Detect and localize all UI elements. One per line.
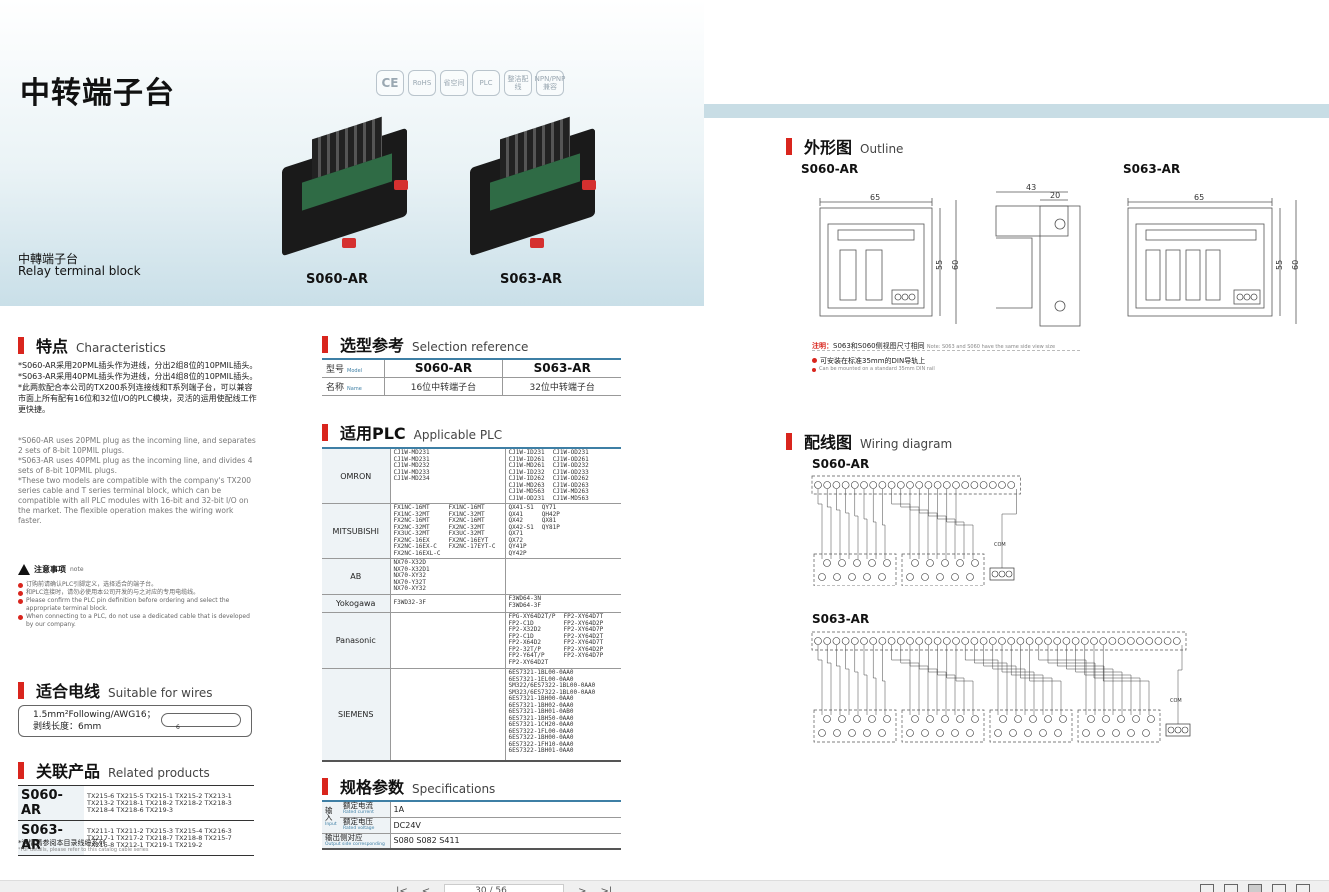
svg-text:43: 43 (1026, 183, 1036, 192)
table-row: OMRON CJ1W-MD231 CJ1W-MD231 CJ1W-MD232 C… (322, 447, 621, 504)
outline-divider (812, 350, 1080, 351)
fullscreen-icon[interactable] (1296, 884, 1310, 892)
warning-icon (18, 564, 30, 575)
product-image-s060 (272, 116, 422, 258)
wiring-diagram-s060: COM (811, 475, 1021, 586)
spread-view-icon[interactable] (1248, 884, 1262, 892)
related-note-en: *For details, please refer to this catal… (18, 847, 149, 853)
wiring-badge-icon: 整洁配线 (504, 70, 532, 96)
plc-table: OMRON CJ1W-MD231 CJ1W-MD231 CJ1W-MD232 C… (322, 447, 621, 762)
rohs-badge-icon: RoHS (408, 70, 436, 96)
hero-banner: 中转端子台 CE RoHS 省空间 PLC 整洁配线 NPN/PNP兼容 中轉端… (0, 0, 704, 306)
cable-icon: 6 (161, 713, 241, 731)
outline-model-s060: S060-AR (801, 162, 859, 176)
cert-badges: CE RoHS 省空间 PLC 整洁配线 NPN/PNP兼容 (376, 70, 565, 96)
wire-spec-box: 1.5mm²Following/AWG16； 剥线长度：6mm 6 (18, 705, 252, 737)
wiring-diagram-s063: COM (811, 631, 1191, 743)
thumbnail-view-icon[interactable] (1272, 884, 1286, 892)
page-number-field[interactable]: 30 / 56 (444, 884, 565, 892)
first-page-icon[interactable]: |< (396, 885, 408, 892)
npn-pnp-badge-icon: NPN/PNP兼容 (535, 70, 565, 96)
characteristics-cn: *S060-AR采用20PML插头作为进线，分出2组8位的10PMIL插头。 *… (18, 361, 258, 414)
svg-text:60: 60 (1291, 260, 1300, 270)
top-band (704, 104, 1329, 118)
table-row: Panasonic FPG-XY64D2T/P FP2-C1D FP2-X32D… (322, 612, 621, 669)
svg-text:55: 55 (935, 260, 944, 270)
svg-text:COM: COM (1170, 698, 1182, 704)
ce-badge-icon: CE (376, 70, 404, 96)
svg-text:60: 60 (951, 260, 960, 270)
dinrail-note-cn: 可安装在标准35mm的DIN导轨上 (812, 356, 925, 366)
related-products-table: S060-AR TX215-6 TX215-5 TX215-1 TX215-2 … (18, 785, 254, 856)
svg-text:55: 55 (1275, 260, 1284, 270)
table-row: S063-AR TX211-1 TX211-2 TX215-3 TX215-4 … (18, 820, 254, 856)
single-page-view-icon[interactable] (1200, 884, 1214, 892)
table-row: AB NX70-X32D NX70-X32D1 NX70-XY32 NX70-Y… (322, 558, 621, 595)
prev-page-icon[interactable]: < (421, 885, 431, 892)
table-row: Yokogawa F3WD32-3F F3WD64-3N F3WD64-3F (322, 594, 621, 613)
svg-text:20: 20 (1050, 191, 1060, 200)
last-page-icon[interactable]: >| (600, 885, 613, 892)
double-page-view-icon[interactable] (1224, 884, 1238, 892)
dinrail-note-en: Can be mounted on a standard 35mm DIN ra… (812, 366, 935, 372)
outline-note: 注明：S063和S060侧视图尺寸相同 Note: S063 and S060 … (812, 342, 1056, 350)
page-title: 中转端子台 (20, 76, 175, 111)
plc-badge-icon: PLC (472, 70, 500, 96)
subtitle-cn: 中轉端子台 (18, 252, 79, 266)
table-row: S060-AR TX215-6 TX215-5 TX215-1 TX215-2 … (18, 785, 254, 821)
product-label-s063: S063-AR (500, 272, 562, 287)
subtitle-en: Relay terminal block (18, 264, 141, 278)
table-row: SIEMENS 6ES7321-1BL00-0AA0 6ES7321-1EL00… (322, 668, 621, 762)
svg-text:65: 65 (870, 193, 880, 202)
wiring-model-s063: S063-AR (812, 612, 870, 626)
svg-text:COM: COM (994, 542, 1006, 548)
table-row: MITSUBISHI FX1NC-16MT FX1NC-32MT FX2NC-1… (322, 503, 621, 559)
related-note-cn: *详情请参阅本目录线缆系列 (18, 839, 106, 847)
svg-text:65: 65 (1194, 193, 1204, 202)
space-badge-icon: 省空间 (440, 70, 468, 96)
outline-model-s063: S063-AR (1123, 162, 1181, 176)
viewer-toolbar: |< < 30 / 56 > >| (0, 880, 1329, 892)
characteristics-en: *S060-AR uses 20PML plug as the incoming… (18, 436, 256, 525)
outline-drawings: 65 55 60 43 20 65 55 60 (819, 183, 1300, 327)
left-page: 中转端子台 CE RoHS 省空间 PLC 整洁配线 NPN/PNP兼容 中轉端… (0, 0, 704, 856)
wiring-model-s060: S060-AR (812, 457, 870, 471)
product-label-s060: S060-AR (306, 272, 368, 287)
next-page-icon[interactable]: > (578, 885, 587, 892)
product-image-s063 (460, 116, 610, 258)
